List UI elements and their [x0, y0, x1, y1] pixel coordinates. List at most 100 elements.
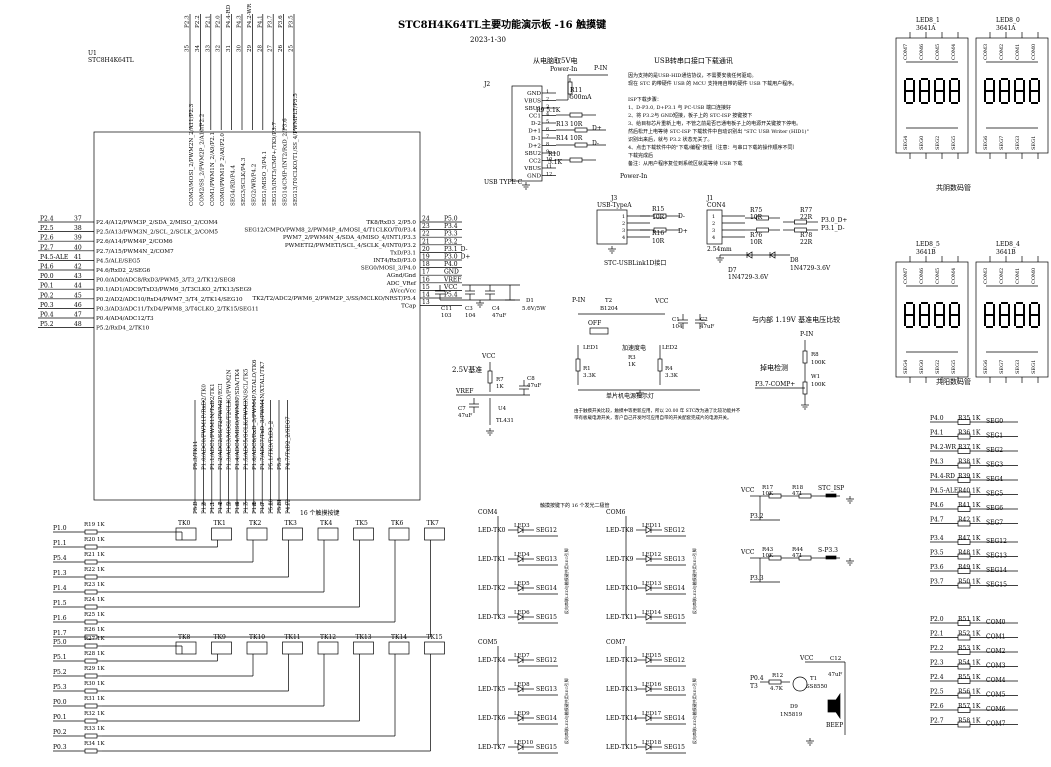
r9-label: R9 5.1K: [536, 107, 561, 114]
seven-seg-digit: [919, 80, 921, 91]
seven-seg-digit: [1023, 304, 1025, 315]
r4-ref: R4: [665, 366, 673, 372]
touch-key-pad: [246, 527, 268, 541]
usbc-pin-name: SBU1: [525, 106, 541, 112]
seven-seg-digit: [1038, 80, 1040, 91]
seven-seg-digit: [1016, 326, 1023, 328]
led-matrix-net: LED-TK8: [606, 527, 634, 534]
r12: [768, 679, 782, 685]
mcu-top-net: P3.6: [278, 15, 284, 28]
r10: [569, 157, 583, 163]
seven-seg-digit: [1031, 90, 1038, 92]
resistor-table-net: P4.2-WR: [930, 444, 956, 451]
comparator-net: P3.7-COMP+: [755, 381, 795, 388]
mcu-part: STC8H4K64TL: [88, 57, 134, 64]
resistor-table-value: 1K: [972, 703, 981, 710]
led-matrix-seg: SEG12: [664, 657, 685, 664]
usbc-pin-name: D-2: [531, 121, 541, 127]
mcu-bottom-pin-number: 1: [193, 502, 199, 506]
resistor-table-value: 1K: [972, 415, 981, 422]
mcu-left-pin-number: 48: [74, 321, 82, 328]
key-switch: [825, 555, 837, 560]
seven-seg-digit: [1001, 326, 1008, 328]
mcu-top-pin-name: SEG3/SCLK/P4.3: [241, 157, 247, 206]
touch-key-resistor: [84, 619, 98, 625]
resistor-table-out-net: SEG3: [986, 462, 1003, 469]
seven-seg-digit: [984, 80, 986, 91]
mcu-top-net: P4.2-WR: [247, 3, 253, 28]
seven-seg-digit: [986, 326, 993, 328]
touch-key-pad: [282, 527, 303, 541]
mcu-bottom-pin-number: 4: [218, 502, 224, 506]
resistor-table-out-net: COM2: [986, 648, 1006, 655]
seven-seg-digit: [906, 326, 913, 328]
d9-ref: D9: [790, 704, 798, 710]
con4-pin-number: 3: [712, 228, 715, 234]
d1-value: 5.6V/5W: [522, 306, 546, 312]
resistor-table-net: P2.5: [930, 689, 944, 696]
seven-seg-digit: [921, 302, 928, 304]
seven-seg-digit: [951, 326, 958, 328]
touch-key-pad: [282, 641, 303, 655]
resistor-table-value: 1K: [972, 535, 981, 542]
touch-key-net: P1.0: [53, 525, 67, 532]
resistor-table-net: P2.2: [930, 645, 944, 652]
resistor-table-value: 1K: [972, 488, 981, 495]
buzzer-net: P0.4: [750, 675, 764, 682]
r4: [657, 358, 663, 372]
touch-key-ref: TK11: [285, 634, 301, 641]
led1-ref: LED1: [583, 345, 599, 351]
key-vcc: VCC: [740, 549, 755, 556]
seven-seg-digit: [1008, 91, 1010, 102]
usbc-pin-number: 3: [546, 104, 549, 110]
display-com-pin: COM1: [1015, 268, 1021, 284]
isp-note-line: 现在 STC 的带硬件 USB 的 MCU 支持用自带的硬件 USB 下载用户程…: [628, 80, 797, 87]
led-matrix-net: LED-TK12: [606, 657, 637, 664]
resistor-table-value: 1K: [972, 473, 981, 480]
touch-key-ref: TK0: [178, 520, 190, 527]
mcu-bottom-pin-name: P1.5/ADC5/SCLK/PWM3N/SCL/TK5: [243, 368, 249, 470]
mcu-right-pin-name: SEG12/CMPO/PWM8_2/PWM4P_4/MOSI_4/T1CLKO/…: [244, 228, 416, 234]
seven-seg-digit: [1038, 304, 1040, 315]
display-ref: LED8_5: [916, 241, 940, 248]
r11-ref: R11: [570, 87, 582, 94]
touch-key-ref: TK14: [391, 634, 407, 641]
r77-ref: R77: [800, 207, 812, 214]
mcu-left-net: P2.6: [40, 235, 54, 242]
r10-ref: R10: [548, 151, 560, 158]
mcu-right-pin-number: 20: [422, 246, 430, 253]
display-ref: LED8_0: [996, 17, 1020, 24]
key-switch-ref: S-P3.3: [818, 547, 838, 554]
usbc-dplus: D+: [592, 125, 602, 132]
mcu-top-pin-name: COM2/SS_2/PWM2P_2/A10/P2.2: [199, 113, 205, 206]
touch-key-ref: TK5: [356, 520, 368, 527]
led-matrix-side-note: 反向串联LED与触摸键共用SEG引脚: [563, 548, 569, 614]
led-matrix-net: LED-TK3: [478, 614, 506, 621]
led-matrix-led-ref: LED15: [642, 653, 662, 659]
mcu-top-net: P4.4-RD: [226, 4, 232, 28]
schematic-title: STC8H4K64TL主要功能演示板 -16 触摸键: [398, 20, 607, 31]
seven-seg-digit: [913, 315, 915, 326]
key-series-ref: R18: [792, 485, 804, 491]
mcu-bottom-net: P1.6: [252, 501, 258, 514]
touch-key-ref: TK1: [214, 520, 226, 527]
display-seg-pin: SEG5: [951, 360, 957, 374]
mcu-bottom-pin-number: 8: [252, 502, 258, 506]
seven-seg-digit: [1001, 302, 1008, 304]
mcu-top-pin-number: 30: [237, 44, 243, 52]
seven-seg-digit: [999, 80, 1001, 91]
touch-key-ref: TK2: [249, 520, 261, 527]
led-matrix-seg: SEG13: [536, 556, 557, 563]
resistor-table-net: P3.4: [930, 535, 944, 542]
seven-seg-digit: [943, 315, 945, 326]
mcu-left-pin-number: 38: [74, 225, 82, 232]
seven-seg-digit: [993, 91, 995, 102]
resistor-table-out-net: COM7: [986, 721, 1006, 728]
resistor-table-net: P4.3: [930, 459, 944, 466]
key-switch: [825, 493, 837, 498]
common-cathode-caption: 共阴数码管: [936, 183, 971, 192]
comparator-title: 与内部 1.19V 基准电压比较: [752, 315, 840, 324]
seven-seg-digit: [936, 314, 943, 316]
seven-seg-digit: [1001, 78, 1008, 80]
led-matrix-led-ref: LED6: [514, 610, 530, 616]
